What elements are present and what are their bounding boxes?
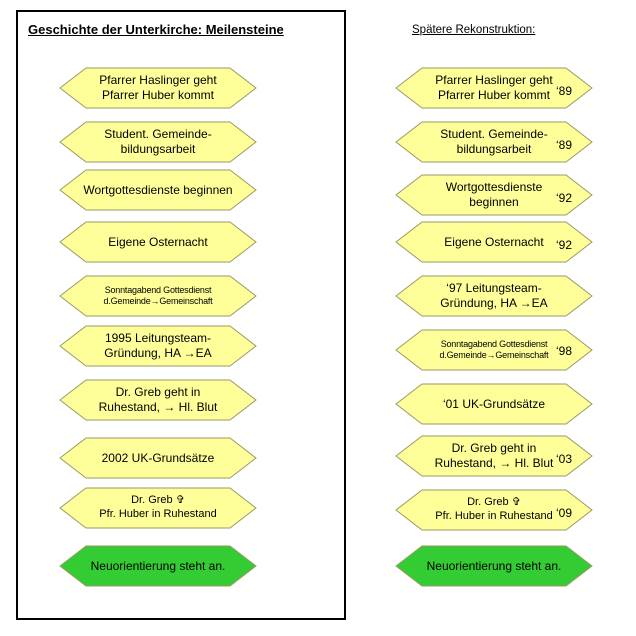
milestone-label: ‘01 UK-Grundsätze [442, 396, 546, 411]
left-panel-frame [16, 10, 346, 620]
milestone-hexagon: 2002 UK-Grundsätze [59, 437, 257, 479]
hexagon-shape [59, 379, 257, 421]
milestone-label: Dr. Greb ✞ Pfr. Huber in Ruhestand [99, 494, 217, 520]
milestone-year: ‘03 [556, 452, 573, 466]
hexagon-shape [395, 121, 593, 163]
hexagon-shape [395, 435, 593, 477]
milestone-label: Wortgottesdienste beginnen [445, 180, 543, 209]
milestone-year: ‘89 [556, 138, 573, 152]
milestone-hexagon: Sonntagabend Gottesdienst d.Gemeinde→Gem… [395, 329, 593, 371]
milestone-year: ‘98 [556, 344, 573, 358]
milestone-hexagon: Wortgottesdienste beginnen [395, 174, 593, 216]
hexagon-shape [395, 221, 593, 263]
milestone-label: Dr. Greb geht in Ruhestand, → Hl. Blut [98, 385, 218, 414]
milestone-hexagon-final: Neuorientierung steht an. [395, 545, 593, 587]
milestone-label: Dr. Greb ✞ Pfr. Huber in Ruhestand [435, 496, 553, 522]
milestone-label: Neuorientierung steht an. [426, 558, 562, 573]
milestone-label: Sonntagabend Gottesdienst d.Gemeinde→Gem… [439, 338, 549, 360]
milestone-label: Pfarrer Haslinger geht Pfarrer Huber kom… [435, 73, 553, 102]
hexagon-shape [395, 174, 593, 216]
milestone-hexagon: Sonntagabend Gottesdienst d.Gemeinde→Gem… [59, 275, 257, 317]
milestone-label: Dr. Greb geht in Ruhestand, → Hl. Blut [434, 441, 554, 470]
milestone-label: Student. Gemeinde- bildungsarbeit [440, 127, 548, 156]
milestone-label: ‘97 Leitungsteam- Gründung, HA →EA [440, 281, 548, 310]
hexagon-shape [59, 437, 257, 479]
milestone-label: Eigene Osternacht [108, 234, 208, 249]
milestone-label: Eigene Osternacht [444, 234, 544, 249]
milestone-hexagon: Eigene Osternacht [395, 221, 593, 263]
milestone-hexagon: Pfarrer Haslinger geht Pfarrer Huber kom… [59, 67, 257, 109]
hexagon-shape [395, 489, 593, 531]
milestone-year: ‘09 [556, 506, 573, 520]
hexagon-shape [395, 329, 593, 371]
milestone-year: ‘92 [556, 238, 573, 252]
milestone-year: ‘89 [556, 84, 573, 98]
milestone-label: 1995 Leitungsteam- Gründung, HA →EA [104, 331, 212, 360]
milestone-hexagon: Dr. Greb geht in Ruhestand, → Hl. Blut [59, 379, 257, 421]
milestone-hexagon: Student. Gemeinde- bildungsarbeit [59, 121, 257, 163]
milestone-hexagon: Dr. Greb geht in Ruhestand, → Hl. Blut [395, 435, 593, 477]
hexagon-shape [395, 383, 593, 425]
milestone-label: Pfarrer Haslinger geht Pfarrer Huber kom… [99, 73, 217, 102]
hexagon-shape [59, 545, 257, 587]
right-panel-title: Spätere Rekonstruktion: [412, 24, 536, 36]
milestone-hexagon: Eigene Osternacht [59, 221, 257, 263]
milestone-year: ‘92 [556, 191, 573, 205]
milestone-label: Sonntagabend Gottesdienst d.Gemeinde→Gem… [103, 284, 213, 306]
milestone-label: Neuorientierung steht an. [90, 558, 226, 573]
hexagon-shape [395, 275, 593, 317]
milestone-hexagon: ‘01 UK-Grundsätze [395, 383, 593, 425]
hexagon-shape [59, 121, 257, 163]
milestone-hexagon: Pfarrer Haslinger geht Pfarrer Huber kom… [395, 67, 593, 109]
hexagon-shape [59, 325, 257, 367]
milestone-label: 2002 UK-Grundsätze [101, 450, 215, 465]
hexagon-shape [395, 67, 593, 109]
milestone-hexagon-final: Neuorientierung steht an. [59, 545, 257, 587]
hexagon-shape [59, 487, 257, 529]
milestone-hexagon: Dr. Greb ✞ Pfr. Huber in Ruhestand [395, 489, 593, 531]
milestone-hexagon: Wortgottesdienste beginnen [59, 169, 257, 211]
milestone-hexagon: ‘97 Leitungsteam- Gründung, HA →EA [395, 275, 593, 317]
hexagon-shape [59, 275, 257, 317]
hexagon-shape [59, 169, 257, 211]
milestone-hexagon: Student. Gemeinde- bildungsarbeit [395, 121, 593, 163]
milestone-hexagon: Dr. Greb ✞ Pfr. Huber in Ruhestand [59, 487, 257, 529]
hexagon-shape [59, 221, 257, 263]
milestone-label: Student. Gemeinde- bildungsarbeit [104, 127, 212, 156]
left-panel-title: Geschichte der Unterkirche: Meilensteine [28, 22, 284, 37]
milestone-hexagon: 1995 Leitungsteam- Gründung, HA →EA [59, 325, 257, 367]
hexagon-shape [59, 67, 257, 109]
hexagon-shape [395, 545, 593, 587]
milestone-label: Wortgottesdienste beginnen [83, 182, 233, 197]
